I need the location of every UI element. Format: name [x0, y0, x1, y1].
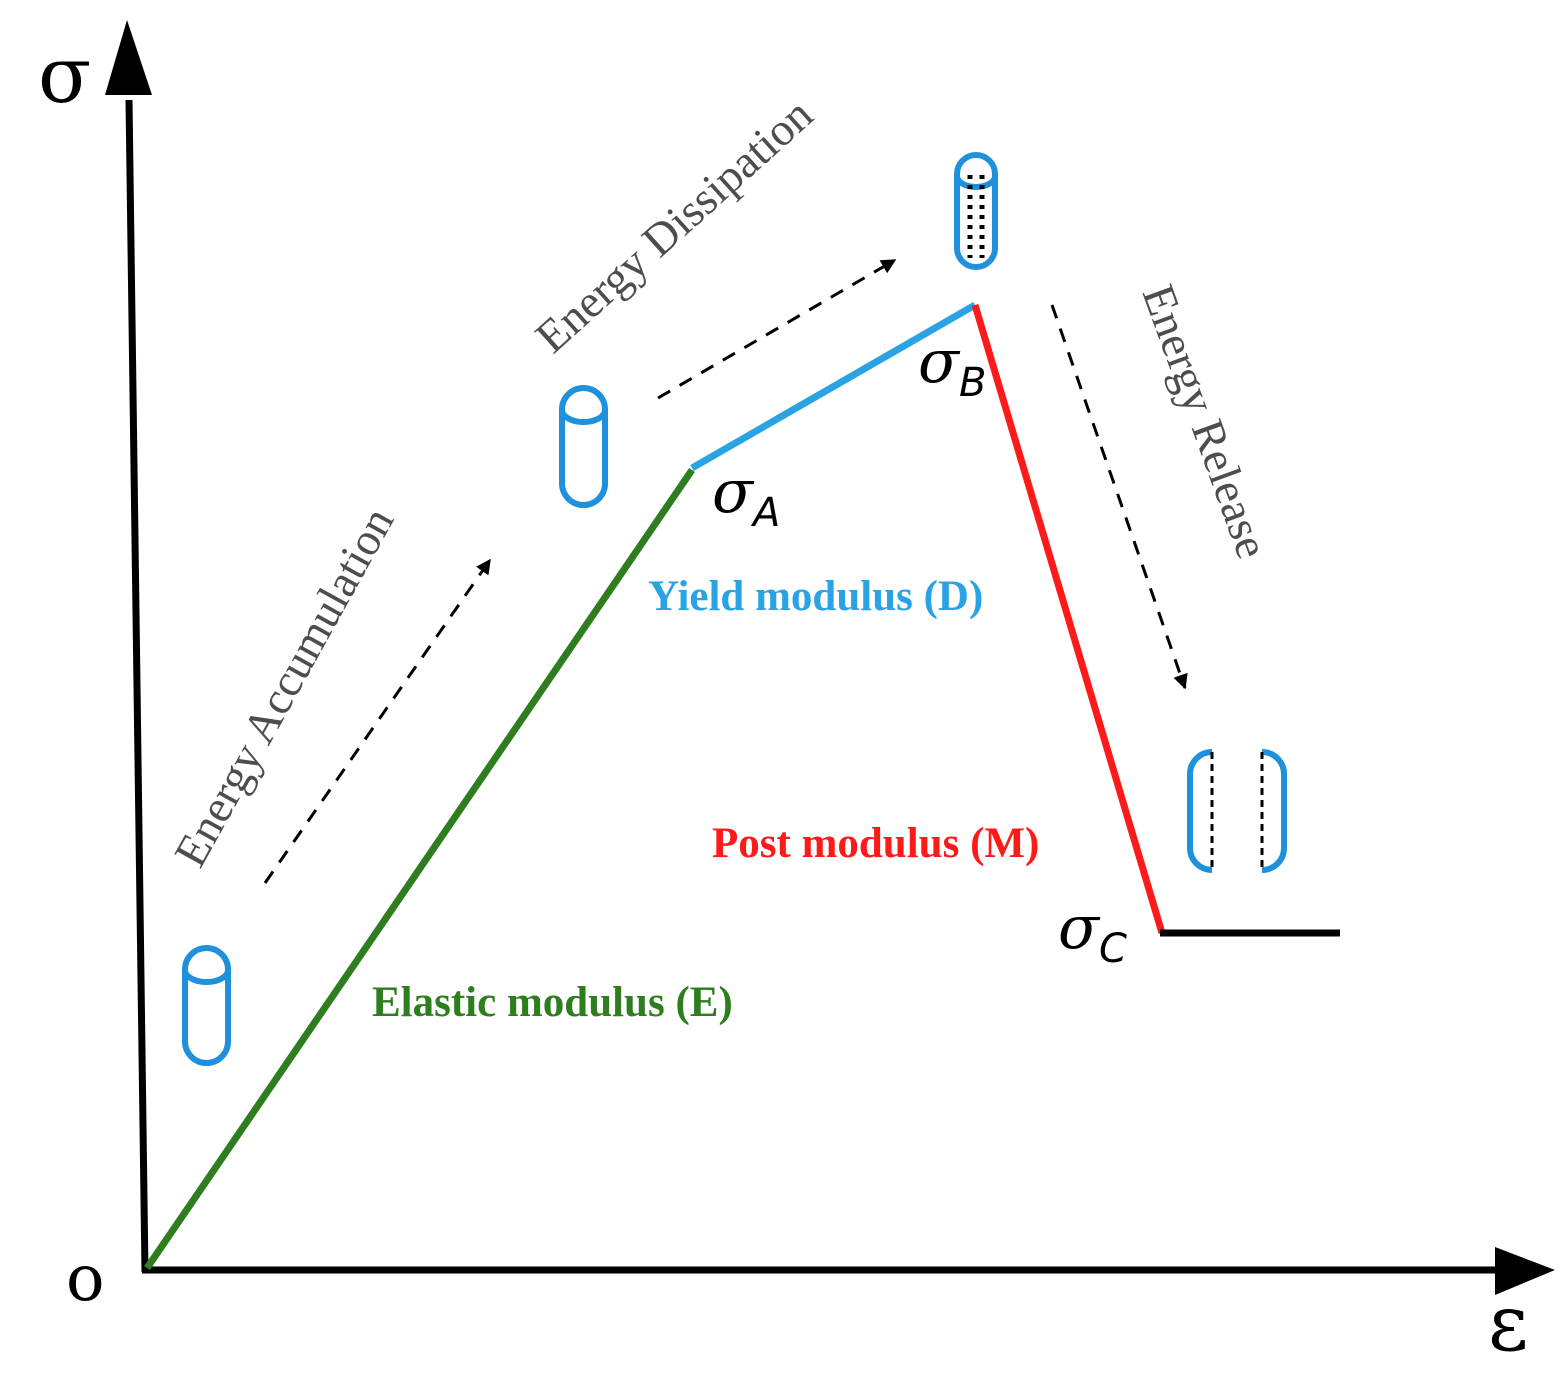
energy-dissipation-label: Energy Dissipation [526, 88, 823, 362]
energy-accumulation-label: Energy Accumulation [164, 499, 403, 875]
post-modulus-label: Post modulus (M) [712, 820, 1039, 867]
point-label-a: σA [712, 457, 780, 536]
post-segment [971, 304, 1166, 934]
elastic-segment [144, 468, 695, 1270]
y-axis-arrowhead [105, 20, 152, 95]
y-axis [105, 20, 152, 1273]
x-axis-symbol: ε [1488, 1279, 1528, 1369]
x-axis [142, 1247, 1555, 1295]
accumulation-arrow [263, 558, 492, 884]
cracked-cylinder-icon [954, 152, 998, 270]
origin-label: o [66, 1242, 105, 1316]
yield-modulus-label: Yield modulus (D) [648, 573, 983, 620]
cylinder-icon [559, 385, 608, 508]
yield-segment [690, 301, 977, 472]
cylinder-icon [182, 945, 231, 1066]
point-label-c: σC [1058, 893, 1127, 972]
x-axis-arrowhead [1495, 1247, 1555, 1295]
energy-release-label: Energy Release [1133, 278, 1279, 565]
split-cylinder-icon [1187, 749, 1287, 873]
y-axis-symbol: σ [38, 31, 91, 121]
elastic-modulus-label: Elastic modulus (E) [372, 979, 733, 1026]
dissipation-arrow [657, 258, 897, 400]
release-arrow [1050, 304, 1188, 690]
point-label-b: σB [918, 327, 986, 406]
